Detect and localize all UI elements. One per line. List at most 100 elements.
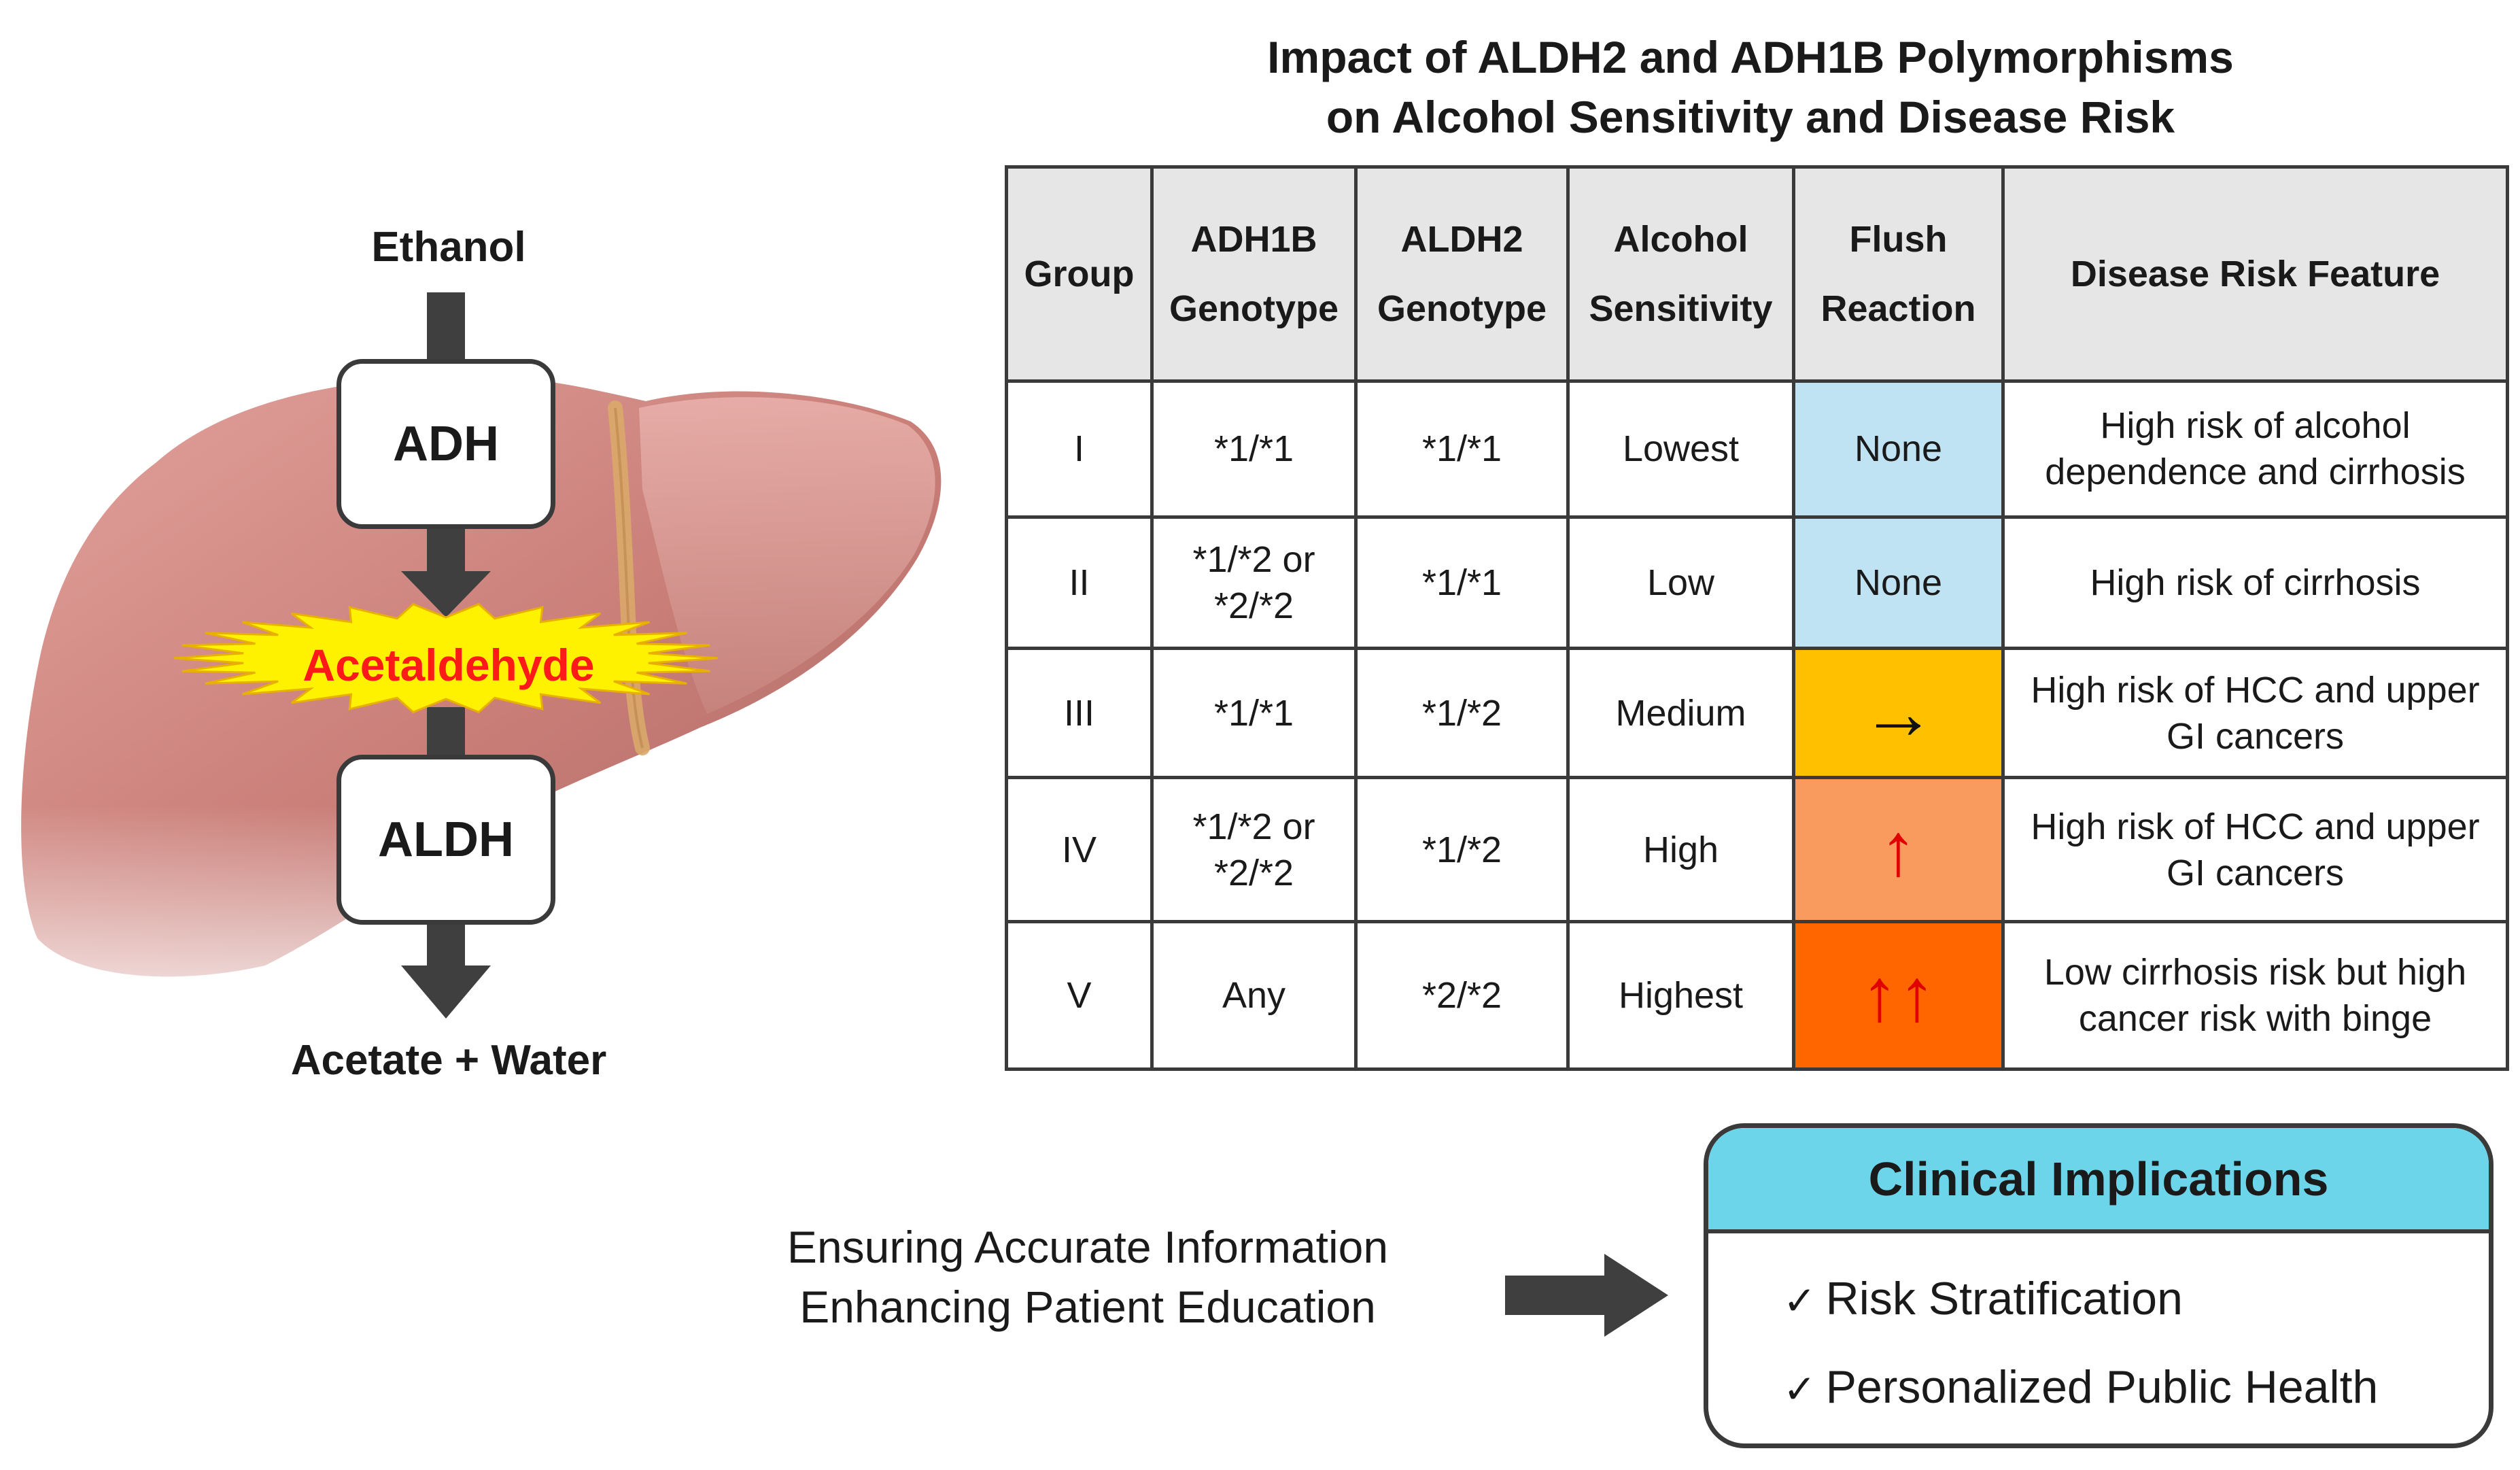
figure-title: Impact of ALDH2 and ADH1B Polymorphisms … bbox=[999, 27, 2502, 147]
sensitivity-cell: Lowest bbox=[1566, 379, 1795, 519]
group-cell: III bbox=[1005, 647, 1154, 780]
group-text: IV bbox=[1061, 829, 1097, 870]
title-line-2: on Alcohol Sensitivity and Disease Risk bbox=[1326, 92, 2175, 142]
header-cell: Group bbox=[1005, 165, 1154, 383]
sensitivity-cell: High bbox=[1566, 776, 1795, 923]
risk-text: High risk of HCC and upper bbox=[2031, 806, 2480, 847]
adh1b-text: Any bbox=[1222, 974, 1286, 1016]
sensitivity-cell: Highest bbox=[1566, 919, 1795, 1072]
header-cell-text: ALDH2 bbox=[1400, 219, 1523, 260]
aldh2-cell: *1/*2 bbox=[1354, 647, 1570, 780]
group-cell: I bbox=[1005, 379, 1154, 519]
risk-text: High risk of HCC and upper bbox=[2031, 669, 2480, 711]
clinical-implications-header: Clinical Implications bbox=[1708, 1128, 2489, 1233]
clinical-item-label: Risk Stratification bbox=[1825, 1273, 2183, 1324]
adh1b-cell: *1/*2 or *2/*2 bbox=[1150, 515, 1358, 651]
adh1b-cell: *1/*2 or *2/*2 bbox=[1150, 776, 1358, 923]
adh1b-cell: *1/*1 bbox=[1150, 647, 1358, 780]
risk-text: GI cancers bbox=[2166, 715, 2345, 757]
aldh2-text: *1/*1 bbox=[1421, 428, 1502, 470]
sensitivity-cell: Medium bbox=[1566, 647, 1795, 780]
flush-text: None bbox=[1854, 428, 1943, 470]
aldh2-cell: *1/*1 bbox=[1354, 515, 1570, 651]
header-cell-text: Reaction bbox=[1820, 288, 1976, 329]
table-row: III *1/*1 *1/*2 Medium → High risk of HCC and… bbox=[1005, 647, 2509, 780]
clinical-implications-box: Clinical Implications ✓Risk Stratificati… bbox=[1704, 1123, 2493, 1448]
adh1b-text: *2/*2 bbox=[1213, 852, 1294, 893]
header-cell-text: Genotype bbox=[1377, 288, 1547, 329]
clinical-item-risk-stratification: ✓Risk Stratification bbox=[1783, 1272, 2183, 1325]
aldh2-text: *1/*2 bbox=[1421, 692, 1502, 734]
header-cell: ADH1B Genotype bbox=[1150, 165, 1358, 383]
adh1b-text: *1/*2 or bbox=[1192, 806, 1315, 847]
risk-cell: High risk of cirrhosis bbox=[2001, 515, 2509, 651]
flush-cell: → bbox=[1792, 647, 2005, 780]
adh-label: ADH bbox=[393, 417, 499, 471]
risk-text: High risk of cirrhosis bbox=[2090, 562, 2421, 603]
adh1b-text: *1/*2 or bbox=[1192, 539, 1315, 580]
clinical-item-label: Personalized Public Health bbox=[1825, 1361, 2379, 1413]
checkmark-icon: ✓ bbox=[1783, 1367, 1816, 1412]
header-cell-text: Flush bbox=[1849, 219, 1948, 260]
aldh2-text: *1/*1 bbox=[1421, 562, 1502, 603]
education-line-2: Enhancing Patient Education bbox=[799, 1282, 1376, 1332]
risk-text: cancer risk with binge bbox=[2078, 997, 2432, 1039]
adh1b-text: *1/*1 bbox=[1213, 428, 1294, 470]
sensitivity-text: Highest bbox=[1618, 974, 1744, 1016]
implication-arrow-icon bbox=[1505, 1254, 1668, 1337]
acetaldehyde-burst bbox=[173, 602, 719, 714]
up-arrow-icon: ↑↑ bbox=[1861, 953, 1936, 1037]
flush-text: None bbox=[1854, 562, 1943, 603]
pathway-arrows bbox=[401, 292, 491, 1019]
header-cell-text: ADH1B bbox=[1190, 219, 1317, 260]
flush-cell: ↑↑ bbox=[1792, 919, 2005, 1072]
header-cell-text: Alcohol bbox=[1613, 219, 1748, 260]
education-text: Ensuring Accurate Information Enhancing … bbox=[721, 1217, 1455, 1337]
group-text: II bbox=[1069, 562, 1090, 603]
ethanol-label: Ethanol bbox=[371, 224, 526, 271]
header-cell: Disease Risk Feature bbox=[2001, 165, 2509, 383]
flush-cell: ↑ bbox=[1792, 776, 2005, 923]
education-line-1: Ensuring Accurate Information bbox=[787, 1222, 1389, 1272]
sensitivity-text: High bbox=[1642, 829, 1719, 870]
adh1b-text: *2/*2 bbox=[1213, 585, 1294, 626]
risk-text: High risk of alcohol bbox=[2100, 405, 2411, 447]
right-arrow-icon: → bbox=[1861, 670, 1936, 755]
group-text: I bbox=[1073, 428, 1084, 470]
aldh2-text: *1/*2 bbox=[1421, 829, 1502, 870]
header-cell-text: Genotype bbox=[1169, 288, 1339, 329]
flush-cell: None bbox=[1792, 379, 2005, 519]
aldh2-cell: *1/*1 bbox=[1354, 379, 1570, 519]
group-text: III bbox=[1063, 692, 1094, 734]
group-text: V bbox=[1067, 974, 1092, 1016]
table-row: V Any *2/*2 Highest ↑↑ Low cirrhosis risk but… bbox=[1005, 919, 2509, 1072]
risk-text: Low cirrhosis risk but high bbox=[2043, 951, 2467, 993]
adh1b-cell: *1/*1 bbox=[1150, 379, 1358, 519]
header-cell-text: Disease Risk Feature bbox=[2070, 254, 2440, 294]
adh1b-text: *1/*1 bbox=[1213, 692, 1294, 734]
adh1b-cell: Any bbox=[1150, 919, 1358, 1072]
checkmark-icon: ✓ bbox=[1783, 1279, 1816, 1323]
flush-cell: None bbox=[1792, 515, 2005, 651]
clinical-item-public-health: ✓Personalized Public Health bbox=[1783, 1361, 2378, 1414]
acetaldehyde-label: Acetaldehyde bbox=[303, 640, 595, 690]
adh-enzyme-box: ADH bbox=[336, 359, 555, 529]
header-cell-text: Sensitivity bbox=[1589, 288, 1773, 329]
aldh-label: ALDH bbox=[378, 813, 514, 867]
aldh2-cell: *2/*2 bbox=[1354, 919, 1570, 1072]
header-cell-text: Group bbox=[1024, 254, 1135, 294]
liver-illustration bbox=[0, 292, 979, 1019]
group-cell: V bbox=[1005, 919, 1154, 1072]
aldh2-cell: *1/*2 bbox=[1354, 776, 1570, 923]
